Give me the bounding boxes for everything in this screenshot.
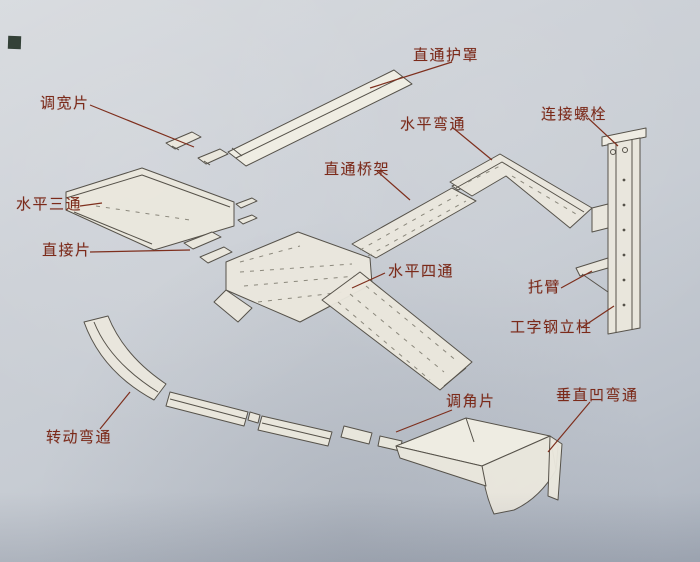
drawing-horizontal-tee xyxy=(65,167,258,251)
bolt-hole xyxy=(622,203,626,207)
drawing-long-tray xyxy=(321,271,473,391)
drawing-support-arm xyxy=(575,257,609,293)
part-outline xyxy=(340,425,373,445)
drawing-horizontal-bend xyxy=(449,153,593,229)
detail-line xyxy=(231,147,243,157)
leader-straight-tray xyxy=(376,170,411,201)
leader-width-adjust-plate xyxy=(89,104,195,148)
label-support-arm: 托臂 xyxy=(528,280,562,296)
bolt-circle xyxy=(610,149,616,155)
leader-support-arm xyxy=(560,270,593,289)
detail-line xyxy=(235,76,403,159)
drawing-connector-plates xyxy=(183,231,233,264)
detail-line xyxy=(581,273,609,293)
part-end-flange xyxy=(547,435,563,501)
part-clamp xyxy=(247,411,261,424)
label-angle-adjust-plate: 调角片 xyxy=(446,394,496,410)
detail-line xyxy=(615,139,633,333)
drawing-i-beam-column xyxy=(591,127,647,335)
part-outline xyxy=(575,257,609,277)
hatch-lines xyxy=(337,285,459,381)
label-vertical-concave-bend: 垂直凹弯通 xyxy=(556,388,639,404)
part-front-face xyxy=(395,445,487,487)
part-outline xyxy=(199,246,233,264)
detail-line xyxy=(443,367,467,387)
part-outline xyxy=(227,69,413,167)
label-horizontal-bend: 水平弯通 xyxy=(400,117,467,133)
detail-line xyxy=(93,321,159,393)
detail-line xyxy=(169,398,247,420)
leader-horizontal-cross xyxy=(351,272,386,289)
part-outline xyxy=(449,153,593,229)
part-end-plate xyxy=(591,203,609,233)
part-outline xyxy=(165,131,202,150)
label-connecting-bolt: 连接螺栓 xyxy=(541,107,608,123)
bolt-hole xyxy=(622,303,626,307)
drawing-vertical-concave-bend xyxy=(395,417,563,515)
detail-line xyxy=(455,161,585,213)
leader-vertical-concave-bend xyxy=(547,401,591,453)
part-tab xyxy=(235,197,258,209)
label-horizontal-cross: 水平四通 xyxy=(388,264,455,280)
drawing-straight-tray-section xyxy=(351,181,477,259)
part-outline xyxy=(321,271,473,391)
part-outline xyxy=(183,231,222,250)
leader-angle-adjust-plate xyxy=(395,409,453,433)
label-straight-tray: 直通桥架 xyxy=(324,162,391,178)
leader-rotating-bend xyxy=(99,391,131,430)
drawing-width-adjust-plates xyxy=(165,131,229,166)
drawing-angle-plates xyxy=(340,425,403,452)
leader-connector-plate xyxy=(89,249,191,253)
label-i-beam-column: 工字钢立柱 xyxy=(510,320,593,336)
hatch-lines xyxy=(467,163,577,215)
leader-straight-cover xyxy=(369,61,453,89)
bolt-hole xyxy=(622,178,626,182)
part-outline xyxy=(197,148,229,165)
label-width-adjust-plate: 调宽片 xyxy=(40,96,90,112)
part-outline xyxy=(83,315,167,401)
detail-line xyxy=(73,211,153,245)
label-connector-plate: 直接片 xyxy=(42,243,92,259)
detail-line xyxy=(171,145,211,166)
label-horizontal-tee: 水平三通 xyxy=(16,197,83,213)
bolt-hole xyxy=(622,228,626,232)
bolt-circle xyxy=(622,147,628,153)
detail-line xyxy=(65,174,231,208)
part-outline xyxy=(65,167,235,251)
bolt-hole xyxy=(622,278,626,282)
leader-horizontal-tee xyxy=(79,202,103,207)
leader-horizontal-bend xyxy=(451,126,493,161)
bolt-hole xyxy=(622,253,626,257)
drawing-rotating-bend xyxy=(83,315,333,447)
part-stub xyxy=(213,289,253,323)
leader-i-beam-column xyxy=(580,305,615,329)
detail-line xyxy=(261,422,331,440)
leader-connecting-bolt xyxy=(587,117,619,147)
part-tab xyxy=(237,214,258,225)
label-rotating-bend: 转动弯通 xyxy=(46,430,113,446)
hatch-lines xyxy=(359,194,467,257)
leader-lines xyxy=(79,61,619,453)
part-outline xyxy=(351,187,477,259)
label-straight-cover: 直通护罩 xyxy=(413,48,480,64)
drawing-straight-cover xyxy=(227,69,413,167)
